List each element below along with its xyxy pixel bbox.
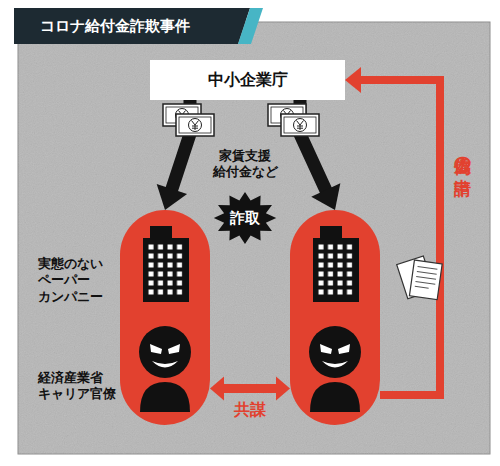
- company-label: 実態のない ペーパー カンパニー: [38, 256, 113, 305]
- payout-arrow: [300, 100, 340, 210]
- banner-accent: [238, 8, 263, 44]
- arrow-shaft: [300, 100, 326, 191]
- arrow-head: [210, 376, 224, 400]
- gray-panel: [18, 22, 490, 454]
- official-label: 経済産業省 キャリア官僚: [38, 370, 128, 403]
- panel-texture: [18, 22, 490, 454]
- conspirator-capsule: 実態のない ペーパー カンパニー経済産業省 キャリア官僚: [120, 210, 210, 425]
- money-bill: [163, 104, 201, 126]
- title-banner: [14, 8, 250, 44]
- arrow-head: [157, 184, 187, 210]
- payout-arrow: [157, 100, 190, 210]
- arrow-head: [311, 183, 340, 210]
- arrow-head: [345, 67, 361, 93]
- collusion-arrow: [210, 376, 290, 400]
- arrow-head: [276, 376, 290, 400]
- arrow-shaft: [172, 100, 190, 190]
- benefit-label: 家賃支援 給付金など: [205, 148, 285, 181]
- money-bill: [281, 114, 319, 136]
- starburst: [214, 192, 276, 244]
- agency-name: 中小企業庁: [208, 70, 288, 90]
- application-label: 虚偽の申請: [452, 143, 473, 167]
- arrow-shaft: [223, 384, 277, 393]
- money-bill: [268, 104, 306, 126]
- conspirator-capsule: [290, 210, 380, 425]
- agency-box: 中小企業庁: [150, 60, 345, 100]
- fraud-label: 詐取: [215, 209, 275, 227]
- document-icon: [397, 256, 442, 300]
- money-bill: [176, 114, 214, 136]
- collusion-label: 共謀: [220, 400, 280, 420]
- diagram-title: コロナ給付金詐欺事件: [40, 16, 190, 36]
